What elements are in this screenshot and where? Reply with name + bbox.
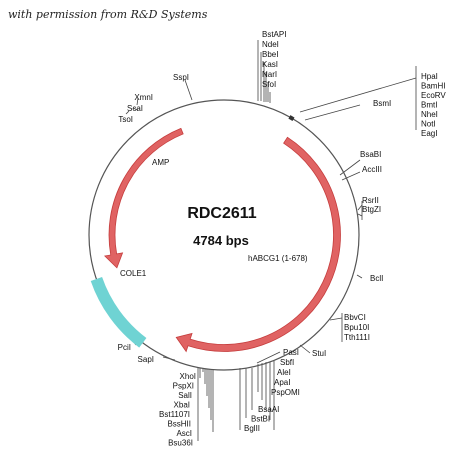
site-leader-line [329, 317, 343, 321]
site-label-noti: NotI [421, 120, 436, 129]
plasmid-size: 4784 bps [193, 233, 249, 248]
credit-text: with permission from R&D Systems [8, 8, 208, 21]
site-label-bglii: BglII [244, 424, 260, 433]
site-label-ndei: NdeI [262, 40, 279, 49]
site-label-bamhi: BamHI [421, 82, 445, 91]
site-label-bmti: BmtI [421, 101, 437, 110]
site-label-bsmi: BsmI [373, 99, 391, 108]
site-label-bsaai: BsaAI [258, 405, 279, 414]
site-label-nari: NarI [262, 70, 277, 79]
site-label-tth111i: Tth111I [344, 333, 370, 342]
site-label-acciii: AccIII [362, 165, 382, 174]
feature-label-cole1: COLE1 [120, 269, 147, 278]
site-label-bsabi: BsaBI [360, 150, 381, 159]
site-label-eagi: EagI [421, 129, 437, 138]
site-label-sapi: SapI [138, 355, 154, 364]
site-label-pasi: PasI [283, 348, 299, 357]
site-leader-line [356, 274, 363, 279]
bsmi-cluster-mark [288, 115, 295, 122]
site-leader-line [256, 351, 281, 364]
site-label-pcii: PciI [118, 343, 131, 352]
site-leader-line [125, 110, 130, 115]
site-label-pspomi: PspOMI [271, 388, 300, 397]
site-label-apai: ApaI [274, 378, 290, 387]
site-label-sali: SalI [178, 391, 192, 400]
site-label-btgzi: BtgZI [362, 205, 381, 214]
feature-label-amp: AMP [152, 158, 169, 167]
site-label-stui: StuI [312, 349, 326, 358]
site-label-xhoi: XhoI [180, 372, 196, 381]
site-label-bpu10i: Bpu10I [344, 323, 369, 332]
site-label-rsrii: RsrII [362, 196, 379, 205]
site-label-tsoi: TsoI [118, 115, 133, 124]
site-label-bbvci: BbvCI [344, 313, 366, 322]
site-leader-line [184, 79, 193, 101]
site-label-bsshii: BssHII [167, 420, 191, 429]
site-label-pspxi: PspXI [173, 382, 194, 391]
site-leader-line [304, 104, 361, 121]
habcg1-arrow [175, 136, 341, 353]
site-label-bsu36i: Bsu36I [168, 439, 193, 448]
site-label-alei: AleI [277, 368, 291, 377]
site-leader-line [357, 204, 363, 211]
site-label-bst1107i: Bst1107I [159, 410, 190, 419]
site-label-scai: ScaI [127, 104, 143, 113]
site-leader-line [339, 159, 361, 176]
site-label-sspi: SspI [173, 73, 189, 82]
site-label-bstbi: BstBI [251, 415, 270, 424]
feature-label-habcg1: hABCG1 (1-678) [248, 254, 308, 263]
site-leader-line [136, 97, 139, 106]
backbone-circle [88, 99, 360, 371]
site-label-nhei: NheI [421, 110, 438, 119]
features-layer [90, 115, 341, 353]
site-label-hpai: HpaI [421, 72, 438, 81]
site-label-asci: AscI [176, 429, 192, 438]
site-leader-line [299, 77, 417, 113]
site-label-xmni: XmnI [134, 93, 153, 102]
site-label-sbfi: SbfI [280, 358, 294, 367]
site-leader-line [357, 213, 363, 217]
site-label-ecorv: EcoRV [421, 91, 446, 100]
cole1-block [90, 276, 147, 348]
plasmid-name: RDC2611 [187, 205, 256, 222]
site-label-bstapi: BstAPI [262, 30, 286, 39]
site-leader-line [341, 171, 361, 181]
site-leader-line [299, 344, 311, 354]
site-label-sfoi: SfoI [262, 80, 276, 89]
site-leader-line [132, 107, 139, 111]
site-label-kasi: KasI [262, 60, 278, 69]
site-label-bcli: BclI [370, 274, 383, 283]
site-label-bbei: BbeI [262, 50, 278, 59]
site-label-xbai: XbaI [174, 401, 190, 410]
amp-arrow [103, 127, 184, 269]
